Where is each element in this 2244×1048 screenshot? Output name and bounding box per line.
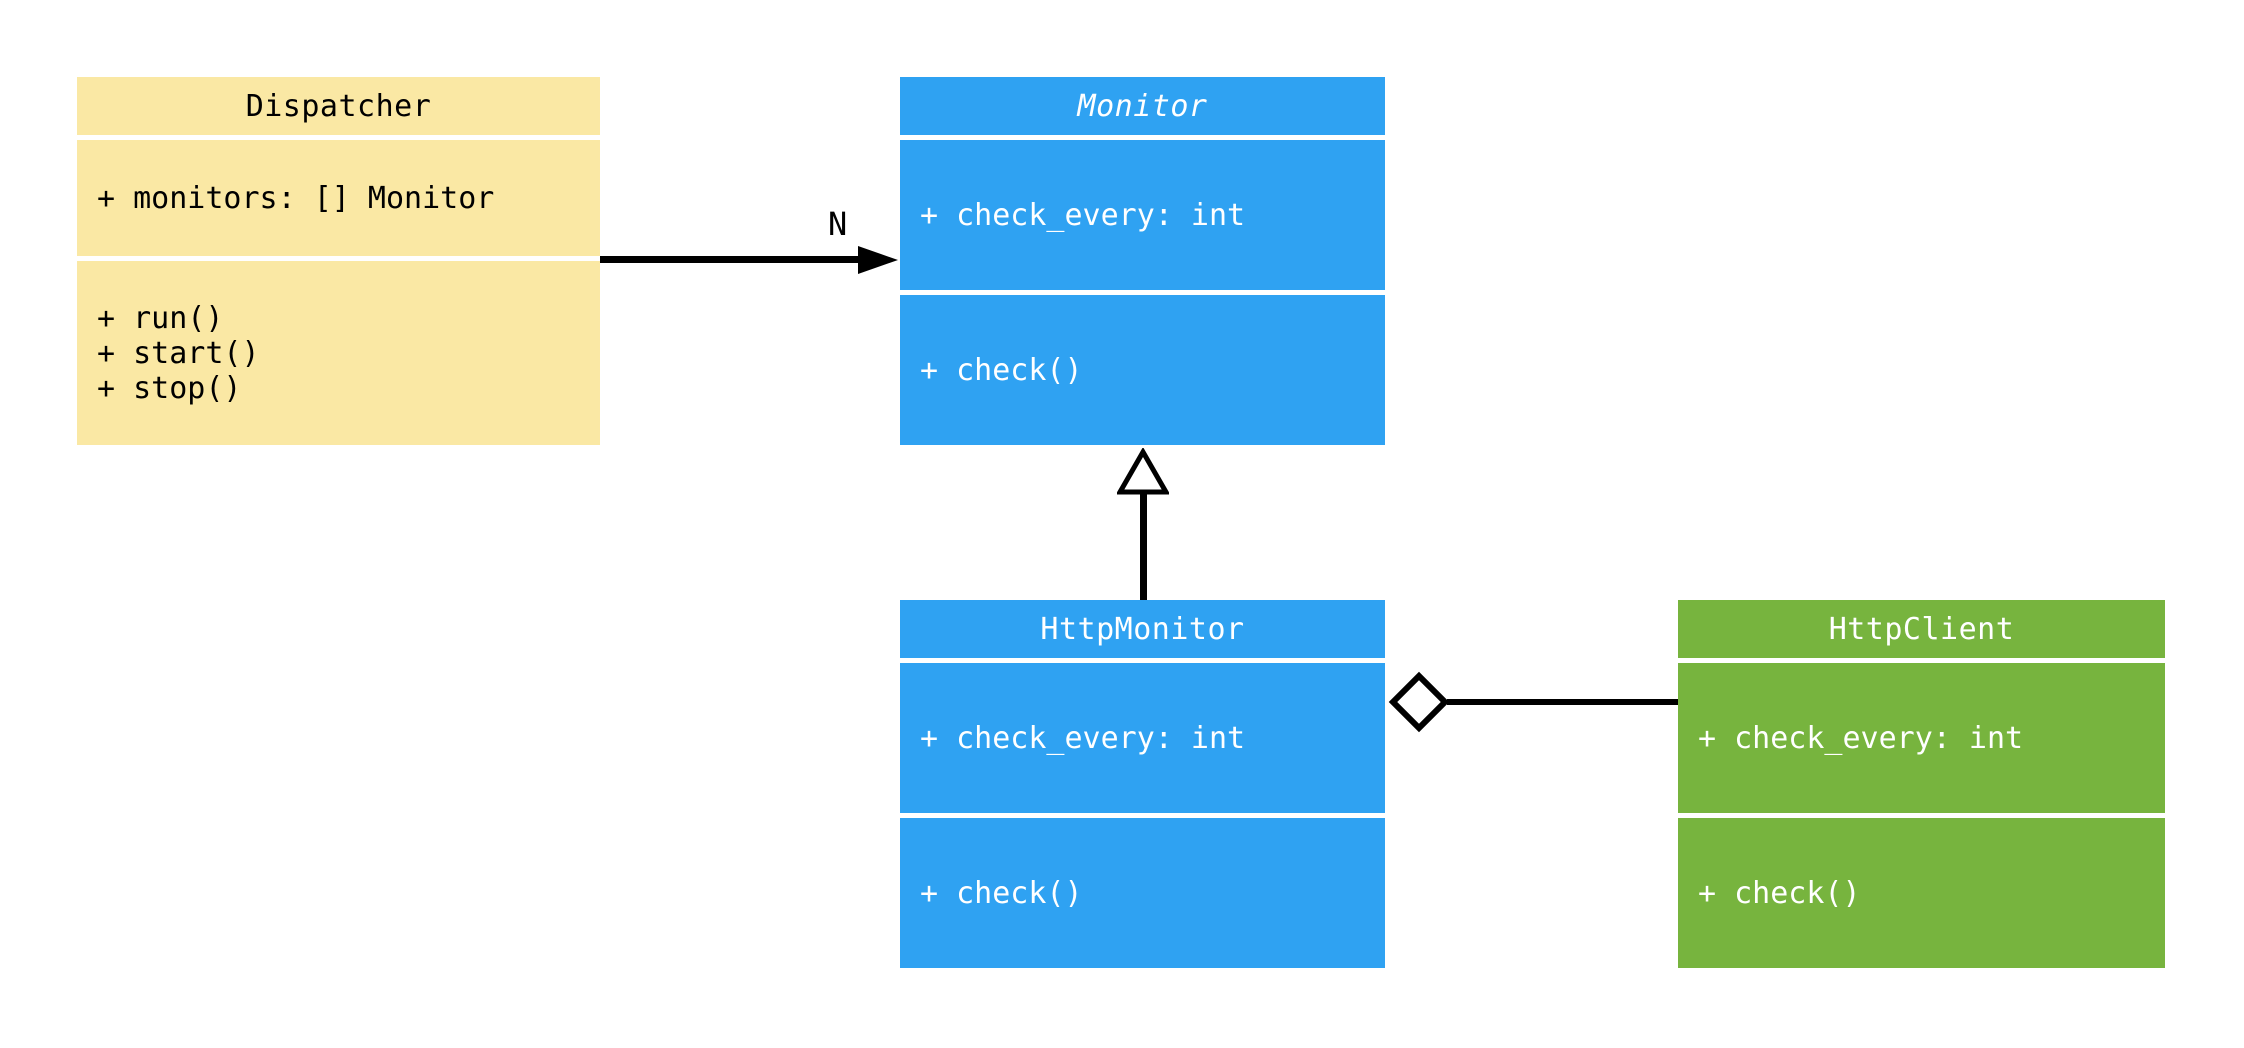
class-title-http-monitor: HttpMonitor xyxy=(900,600,1385,658)
attribute-item: + check_every: int xyxy=(1698,720,2024,756)
attribute-item: + check_every: int xyxy=(920,720,1246,756)
filled-arrowhead-icon xyxy=(858,246,898,274)
association-line[interactable] xyxy=(600,256,862,263)
multiplicity-label: N xyxy=(828,205,848,243)
method-item: + check() xyxy=(920,875,1083,911)
class-box-monitor[interactable]: Monitor + check_every: int + check() xyxy=(900,77,1385,445)
method-item: + start() xyxy=(97,335,260,371)
class-box-dispatcher[interactable]: Dispatcher + monitors: [] Monitor + run(… xyxy=(77,77,600,445)
method-item: + run() xyxy=(97,300,224,336)
method-item: + check() xyxy=(920,352,1083,388)
class-title-monitor: Monitor xyxy=(900,77,1385,135)
hollow-triangle-icon xyxy=(1117,448,1169,495)
attribute-item: + check_every: int xyxy=(920,197,1246,233)
class-attributes-http-client: + check_every: int xyxy=(1678,663,2165,813)
aggregation-line[interactable] xyxy=(1447,699,1678,705)
class-methods-dispatcher: + run() + start() + stop() xyxy=(77,261,600,445)
class-title-text: HttpMonitor xyxy=(1040,611,1245,647)
hollow-diamond-icon xyxy=(1388,671,1450,733)
class-methods-http-monitor: + check() xyxy=(900,818,1385,968)
class-title-dispatcher: Dispatcher xyxy=(77,77,600,135)
class-title-text: Monitor xyxy=(1077,88,1208,124)
attribute-item: + monitors: [] Monitor xyxy=(97,180,495,216)
class-title-text: HttpClient xyxy=(1828,611,2015,647)
class-title-text: Dispatcher xyxy=(245,88,432,124)
class-methods-monitor: + check() xyxy=(900,295,1385,445)
class-title-http-client: HttpClient xyxy=(1678,600,2165,658)
class-attributes-http-monitor: + check_every: int xyxy=(900,663,1385,813)
inheritance-line[interactable] xyxy=(1140,493,1147,600)
class-attributes-monitor: + check_every: int xyxy=(900,140,1385,290)
class-attributes-dispatcher: + monitors: [] Monitor xyxy=(77,140,600,256)
class-box-http-monitor[interactable]: HttpMonitor + check_every: int + check() xyxy=(900,600,1385,968)
method-item: + stop() xyxy=(97,370,242,406)
class-methods-http-client: + check() xyxy=(1678,818,2165,968)
method-item: + check() xyxy=(1698,875,1861,911)
class-box-http-client[interactable]: HttpClient + check_every: int + check() xyxy=(1678,600,2165,968)
